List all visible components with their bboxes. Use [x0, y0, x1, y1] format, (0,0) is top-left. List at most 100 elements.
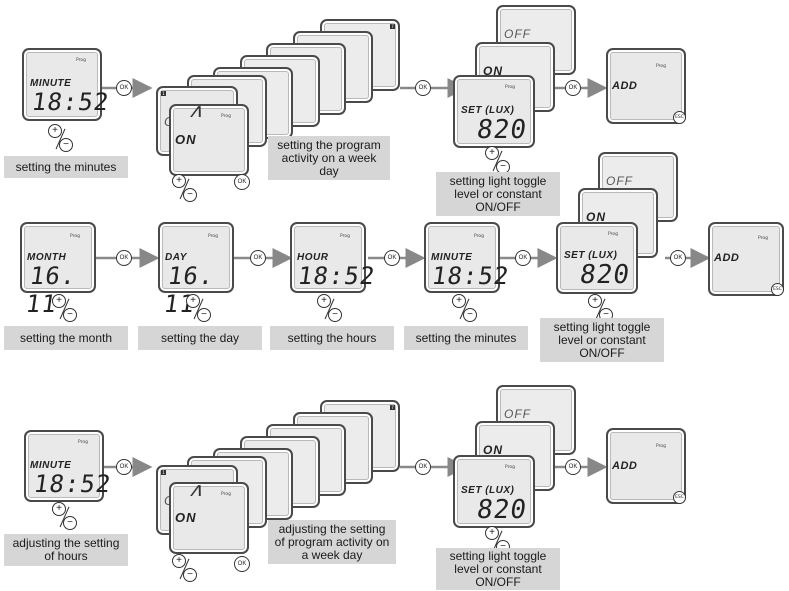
caption-row2-light: setting light toggle level or constant O…	[540, 318, 664, 362]
prog-label: Prog	[78, 440, 88, 445]
plus-button[interactable]: +	[485, 526, 499, 540]
lcd-minute: Prog MINUTE 18:52	[22, 48, 111, 121]
caption-row2-month: setting the month	[4, 326, 128, 350]
day-index: 1	[161, 91, 166, 96]
ok-button[interactable]: OK	[234, 556, 250, 572]
plus-minus-buttons[interactable]: + −	[452, 294, 478, 324]
caption-row3-hours: adjusting the setting of hours	[4, 534, 128, 566]
lcd-mode: SET (LUX)	[461, 105, 515, 116]
plus-minus-buttons[interactable]: + −	[48, 124, 74, 154]
lcd-hour: Prog HOUR 18:52	[290, 222, 377, 293]
plus-minus-buttons[interactable]: + −	[485, 146, 511, 176]
ok-button[interactable]: OK	[116, 250, 132, 266]
plus-minus-buttons[interactable]: + −	[186, 294, 212, 324]
lcd-week-day-on: Prog ON	[169, 482, 249, 554]
lcd-lux-value: 820	[474, 495, 530, 525]
prog-label: Prog	[221, 114, 231, 119]
lcd-add: Prog ADD ESC	[606, 428, 686, 504]
lcd-on: ON	[586, 210, 606, 224]
plus-button[interactable]: +	[317, 294, 331, 308]
plus-minus-buttons[interactable]: + −	[52, 502, 78, 532]
lcd-mode: DAY	[165, 252, 187, 263]
plus-button[interactable]: +	[452, 294, 466, 308]
lcd-time: 18:52	[430, 262, 512, 290]
plus-button[interactable]: +	[172, 174, 186, 188]
ok-button[interactable]: OK	[234, 174, 250, 190]
lcd-lux-value: 820	[577, 260, 633, 290]
prog-label: Prog	[221, 492, 231, 497]
ok-button[interactable]: OK	[384, 250, 400, 266]
lcd-lux-value: 820	[474, 115, 530, 145]
caption-row1-minutes: setting the minutes	[4, 156, 128, 178]
plus-button[interactable]: +	[52, 502, 66, 516]
plus-button[interactable]: +	[48, 124, 62, 138]
plus-minus-buttons[interactable]: + −	[52, 294, 78, 324]
minus-button[interactable]: −	[59, 138, 73, 152]
lcd-on: ON	[175, 510, 197, 525]
esc-button[interactable]: ESC	[771, 283, 784, 296]
prog-label: Prog	[656, 444, 666, 449]
lcd-time: 18:52	[30, 88, 112, 116]
minus-button[interactable]: −	[463, 308, 477, 322]
plus-minus-buttons[interactable]: + −	[317, 294, 343, 324]
caption-row3-program: adjusting the setting of program activit…	[268, 520, 396, 564]
day-index: 7	[390, 405, 395, 410]
minus-button[interactable]: −	[63, 516, 77, 530]
ok-button[interactable]: OK	[415, 80, 431, 96]
lcd-add-text: ADD	[612, 80, 638, 92]
ok-button[interactable]: OK	[515, 250, 531, 266]
lcd-mode: MINUTE	[30, 78, 72, 89]
lcd-month: Prog MONTH 16. 11	[20, 222, 96, 318]
lcd-time: 18:52	[296, 262, 378, 290]
lcd-add-text: ADD	[612, 460, 638, 472]
ok-button[interactable]: OK	[116, 459, 132, 475]
ok-button[interactable]: OK	[565, 459, 581, 475]
lcd-add: Prog ADD ESC	[708, 222, 784, 296]
lcd-on: ON	[175, 132, 197, 147]
prog-label: Prog	[505, 465, 515, 470]
plus-button[interactable]: +	[172, 554, 186, 568]
caption-row3-light: setting light toggle level or constant O…	[436, 548, 560, 590]
caption-row2-hours: setting the hours	[270, 326, 394, 350]
minus-button[interactable]: −	[183, 568, 197, 582]
prog-label: Prog	[474, 234, 484, 239]
lcd-mode: SET (LUX)	[564, 250, 618, 261]
plus-button[interactable]: +	[186, 294, 200, 308]
ok-button[interactable]: OK	[116, 80, 132, 96]
prog-label: Prog	[208, 234, 218, 239]
lcd-mode: MINUTE	[30, 460, 72, 471]
prog-label: Prog	[758, 236, 768, 241]
prog-label: Prog	[70, 234, 80, 239]
caption-row1-light: setting light toggle level or constant O…	[436, 172, 560, 216]
prog-label: Prog	[340, 234, 350, 239]
ok-button[interactable]: OK	[250, 250, 266, 266]
caption-row1-program: setting the program activity on a week d…	[268, 136, 390, 180]
day-index: 1	[161, 470, 166, 475]
lcd-add: Prog ADD ESC	[606, 48, 686, 124]
esc-button[interactable]: ESC	[673, 111, 686, 124]
lcd-set-lux: Prog SET (LUX) 820	[453, 75, 535, 148]
lcd-mode: MINUTE	[431, 252, 473, 263]
plus-button[interactable]: +	[485, 146, 499, 160]
ok-button[interactable]: OK	[670, 250, 686, 266]
prog-label: Prog	[608, 232, 618, 237]
caption-row2-minutes: setting the minutes	[404, 326, 528, 350]
minus-button[interactable]: −	[63, 308, 77, 322]
plus-button[interactable]: +	[52, 294, 66, 308]
ok-button[interactable]: OK	[565, 80, 581, 96]
ok-button[interactable]: OK	[415, 459, 431, 475]
esc-button[interactable]: ESC	[673, 491, 686, 504]
lcd-set-lux: Prog SET (LUX) 820	[556, 222, 638, 294]
minus-button[interactable]: −	[197, 308, 211, 322]
plus-minus-buttons[interactable]: + −	[172, 174, 198, 204]
lcd-on: ON	[483, 443, 503, 457]
prog-label: Prog	[76, 58, 86, 63]
plus-button[interactable]: +	[588, 294, 602, 308]
prog-label: Prog	[505, 85, 515, 90]
lcd-mode: HOUR	[297, 252, 329, 263]
minus-button[interactable]: −	[183, 188, 197, 202]
lcd-set-lux: Prog SET (LUX) 820	[453, 455, 535, 528]
plus-minus-buttons[interactable]: + −	[172, 554, 198, 584]
lcd-minute: Prog MINUTE 18:52	[24, 430, 113, 502]
minus-button[interactable]: −	[328, 308, 342, 322]
